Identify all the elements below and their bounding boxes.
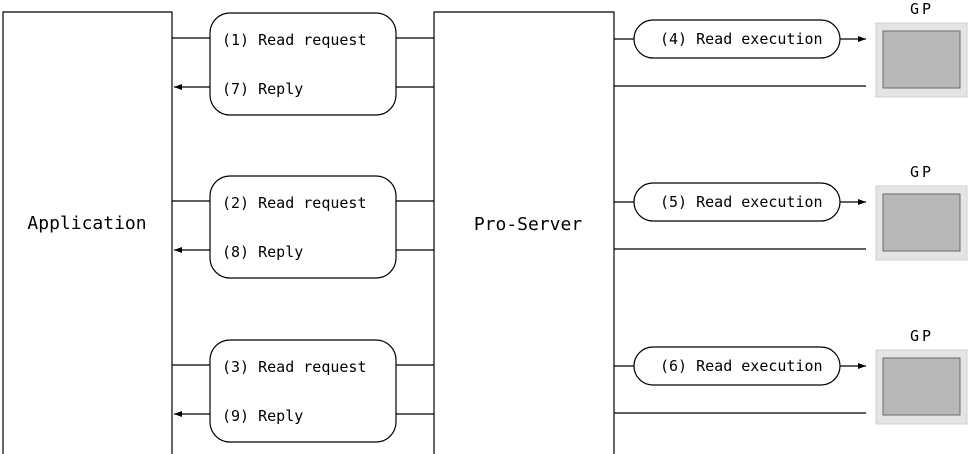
server-label: Pro-Server xyxy=(474,214,583,235)
application-box xyxy=(2,11,173,454)
device-screen xyxy=(882,357,961,416)
execution-label: (5) Read execution xyxy=(660,193,823,211)
device-label: GP xyxy=(910,163,934,181)
server-box xyxy=(433,11,615,454)
message-box xyxy=(209,12,397,116)
device-screen xyxy=(882,30,961,89)
message-box xyxy=(209,175,397,279)
request-label: (3) Read request xyxy=(222,358,367,376)
reply-label: (8) Reply xyxy=(222,243,303,261)
execution-label: (4) Read execution xyxy=(660,30,823,48)
request-label: (2) Read request xyxy=(222,194,367,212)
application-label: Application xyxy=(27,213,146,234)
request-label: (1) Read request xyxy=(222,31,367,49)
device-screen xyxy=(882,193,961,252)
device-label: GP xyxy=(910,327,934,345)
device-label: GP xyxy=(910,0,934,18)
reply-label: (7) Reply xyxy=(222,80,303,98)
execution-label: (6) Read execution xyxy=(660,357,823,375)
message-box xyxy=(209,339,397,443)
reply-label: (9) Reply xyxy=(222,407,303,425)
